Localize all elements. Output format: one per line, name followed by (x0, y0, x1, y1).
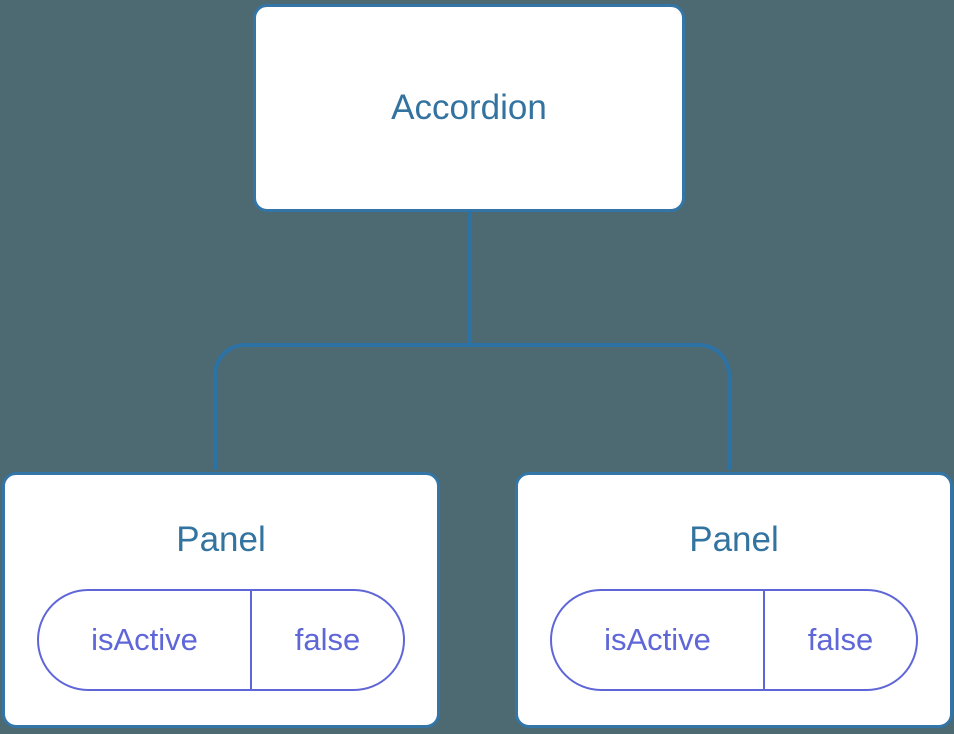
connector-bracket (213, 343, 731, 470)
state-name: isActive (552, 591, 765, 689)
state-value: false (807, 622, 874, 657)
state-name: isActive (39, 591, 252, 689)
panel-node-left: Panel isActive false (2, 472, 440, 728)
panel-node-label: Panel (176, 520, 266, 559)
connector-stem (467, 211, 472, 345)
accordion-node-label: Accordion (391, 88, 547, 127)
state-pill: isActive false (37, 589, 405, 691)
panel-node-right: Panel isActive false (515, 472, 953, 728)
state-pill: isActive false (550, 589, 918, 691)
state-value: false (294, 622, 361, 657)
accordion-node: Accordion (253, 4, 685, 212)
panel-node-label: Panel (689, 520, 779, 559)
